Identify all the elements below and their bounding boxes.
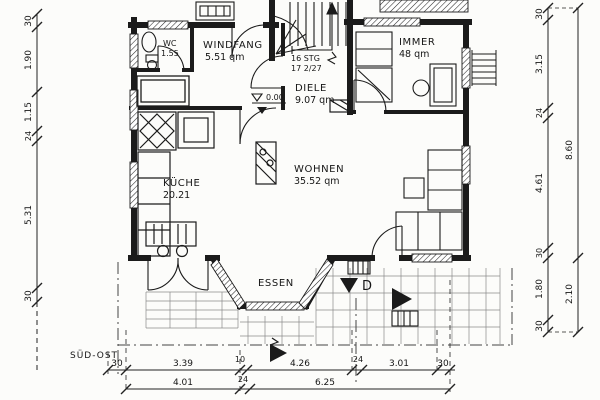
wohnen-furniture	[395, 149, 463, 251]
window-left-wc	[129, 33, 139, 69]
dim-b1-2: 10	[235, 355, 245, 364]
chimney	[255, 141, 277, 185]
diele-label: DIELE	[295, 83, 327, 94]
wohnen-area: 35.52 qm	[294, 176, 340, 187]
window-bay-bottom	[245, 301, 305, 311]
dim-ri-3: 4.61	[535, 173, 545, 193]
terrace-tile-grid	[145, 268, 501, 344]
staircase	[273, 1, 347, 65]
zimmer-furniture	[355, 31, 457, 107]
section-d-label: D	[362, 279, 372, 294]
windfang-diele-door	[250, 55, 284, 89]
level-mark: 0.00	[250, 93, 286, 114]
window-bay-left	[210, 258, 246, 310]
dim-left-0: 30	[24, 15, 34, 27]
dim-b2-2: 6.25	[315, 378, 335, 388]
kitchen-opening-door	[239, 107, 277, 145]
dim-b1-3: 4.26	[290, 359, 310, 369]
window-bay-right	[298, 258, 334, 310]
kitchen-units	[137, 111, 215, 258]
dimension-chain-right-outer	[548, 2, 584, 338]
window-top-zimmer	[363, 17, 421, 27]
windfang-closet	[136, 75, 190, 107]
dim-ri-1: 3.15	[535, 54, 545, 74]
dim-b1-4: 24	[353, 355, 363, 364]
french-door-left	[147, 257, 179, 291]
wc-label: WC	[163, 39, 177, 48]
kueche-area: 20.21	[163, 190, 190, 201]
dim-ro-1: 2.10	[565, 284, 575, 304]
zimmer-area: 48 qm	[399, 49, 429, 60]
windfang-area: 5.51 qm	[205, 52, 244, 63]
marker-triangle-south	[270, 344, 287, 362]
dim-b1-1: 3.39	[173, 359, 193, 369]
window-left-kitchen-2	[129, 161, 139, 209]
stair-steps-label: 16 STG	[291, 54, 320, 63]
dimension-chain-bottom	[102, 280, 456, 395]
dim-ri-2: 24	[535, 108, 544, 118]
roof-edge-hatch	[379, 0, 469, 13]
dim-left-5: 30	[24, 290, 34, 302]
marker-triangle-d	[340, 278, 358, 293]
stair-arrow-tail	[291, 46, 337, 65]
terrace-door	[371, 225, 403, 259]
window-right-zimmer	[461, 47, 471, 89]
dim-b1-0: 30	[111, 359, 123, 369]
outdoor-stair-right	[471, 50, 497, 86]
dim-ro-0: 8.60	[565, 140, 575, 160]
orientation-label: SÜD-OST	[70, 350, 118, 361]
kueche-label: KÜCHE	[163, 176, 200, 189]
dim-left-2: 1.15	[24, 102, 34, 122]
dim-b2-0: 4.01	[173, 378, 193, 388]
stair-up-arrow-icon	[326, 1, 338, 15]
level-arrow-icon	[257, 107, 267, 114]
dim-b1-5: 3.01	[389, 359, 409, 369]
essen-label: ESSEN	[258, 278, 294, 289]
wall-stub	[329, 99, 351, 113]
dim-left-4: 5.31	[24, 205, 34, 225]
zimmer-door	[353, 79, 387, 113]
terrace-items	[347, 260, 419, 327]
level-value: 0.00	[266, 93, 284, 102]
dim-ri-0: 30	[535, 8, 545, 20]
dim-ri-4: 30	[535, 248, 544, 258]
wohnen-label: WOHNEN	[294, 164, 344, 175]
windfang-label: WINDFANG	[203, 40, 263, 51]
window-left-kitchen-1	[129, 89, 139, 131]
section-markers	[269, 278, 412, 362]
porch-window	[195, 1, 235, 21]
windows	[129, 0, 471, 311]
dim-ri-5: 1.80	[535, 279, 545, 299]
doors	[147, 24, 403, 291]
dim-ri-6: 30	[535, 320, 545, 332]
dim-b2-1: 24	[238, 375, 248, 384]
entrance-door	[231, 24, 266, 59]
stair-direction-line	[292, 12, 333, 51]
dim-b1-6: 30	[437, 359, 449, 369]
window-bottom-wohnen	[411, 253, 453, 263]
zimmer-label: IMMER	[399, 37, 435, 48]
diele-area: 9.07 qm	[295, 95, 334, 106]
wc-area: 1.55	[161, 49, 179, 58]
marker-triangle-terrace	[392, 288, 412, 310]
window-top-wc	[147, 20, 189, 30]
dim-left-1: 1.90	[24, 50, 34, 70]
stair-riserun-label: 17 2/27	[291, 64, 322, 73]
wc-fixtures	[141, 31, 159, 71]
dimension-chain-left	[31, 8, 43, 374]
french-door-right	[177, 257, 209, 291]
dim-left-3: 24	[24, 131, 33, 141]
window-right-wohnen	[461, 145, 471, 185]
